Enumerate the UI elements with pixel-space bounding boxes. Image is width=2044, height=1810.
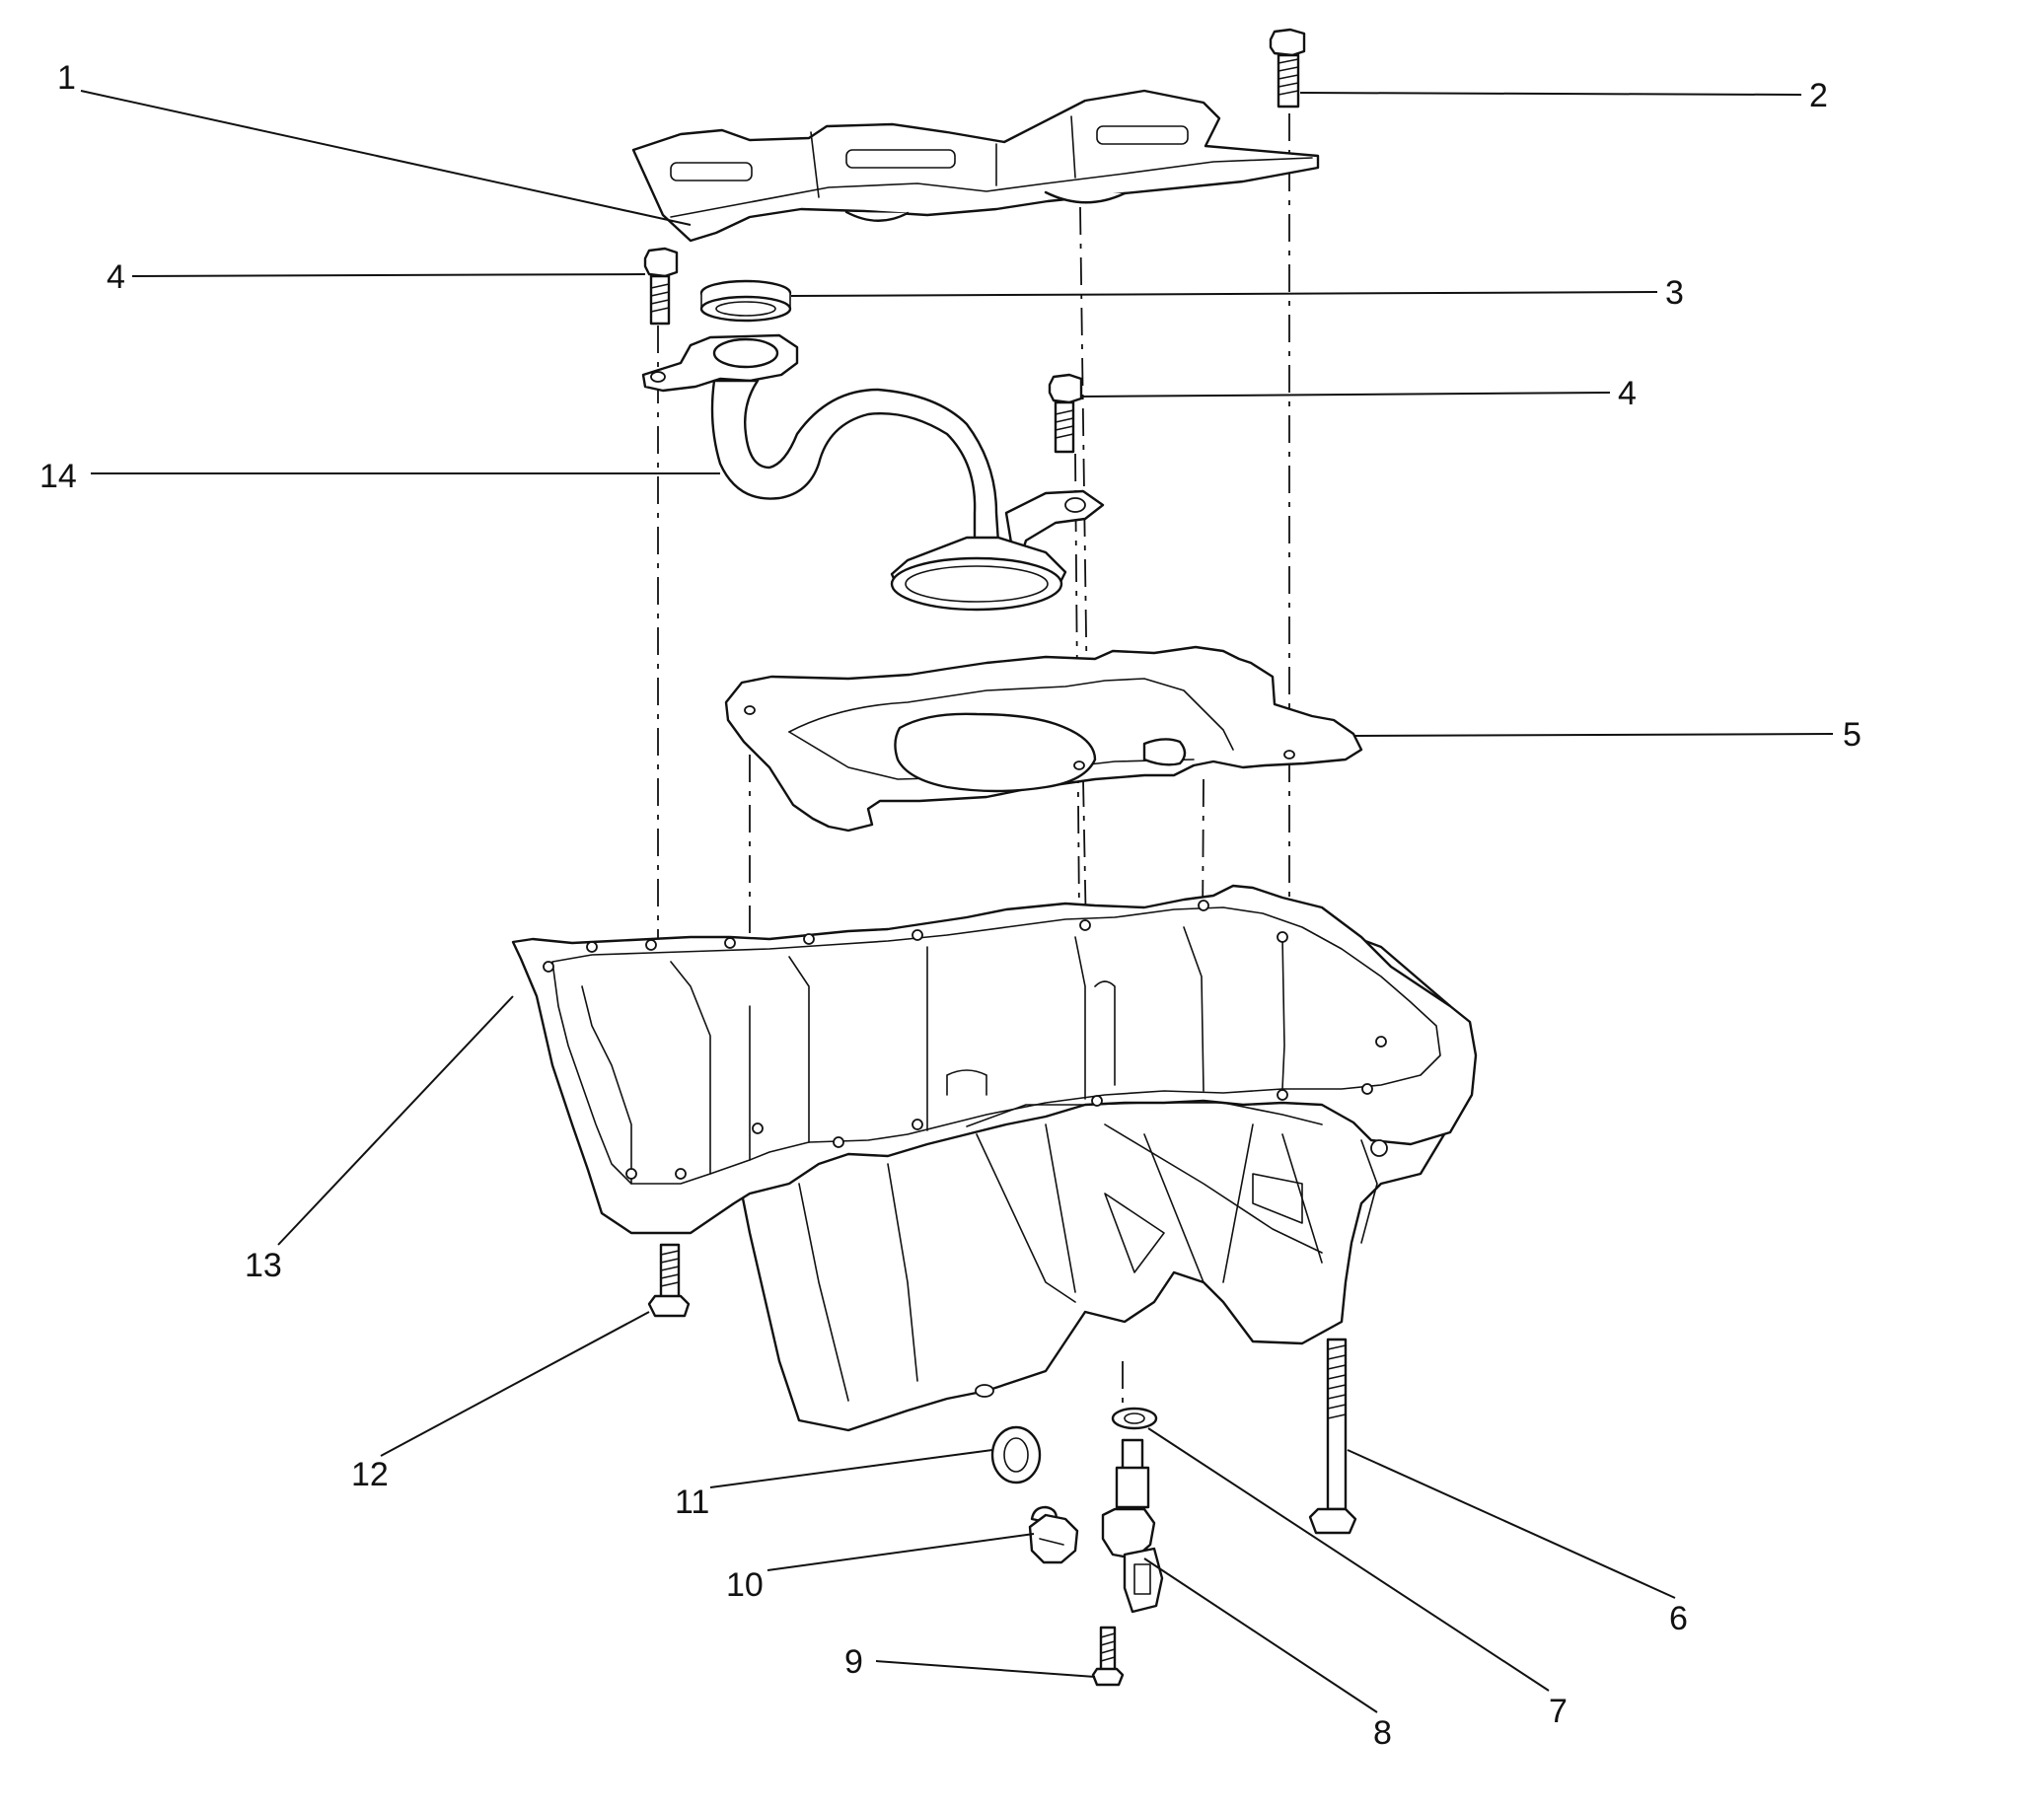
sensor-seal-part xyxy=(1111,1407,1158,1430)
callout-4a: 4 xyxy=(107,258,125,296)
leader-lines xyxy=(80,90,1834,1713)
callout-7: 7 xyxy=(1549,1693,1568,1730)
callout-13: 13 xyxy=(245,1247,282,1284)
callout-5: 5 xyxy=(1843,716,1862,754)
callout-9: 9 xyxy=(844,1643,863,1681)
callout-8: 8 xyxy=(1373,1714,1392,1752)
bolt-4b-part xyxy=(1048,373,1083,454)
callout-11: 11 xyxy=(675,1484,709,1521)
bolt-6-part xyxy=(1308,1338,1357,1535)
seal-ring-part xyxy=(699,279,792,323)
callout-2: 2 xyxy=(1809,77,1828,114)
bolt-2-part xyxy=(1269,28,1306,109)
callout-12: 12 xyxy=(351,1456,389,1493)
bolt-4a-part xyxy=(643,247,679,326)
drain-plug-part xyxy=(1028,1505,1079,1564)
oil-pan-part xyxy=(511,884,1478,1432)
callout-4b: 4 xyxy=(1618,375,1637,412)
bolt-12-part xyxy=(647,1243,691,1318)
oil-level-sensor-part xyxy=(1101,1438,1164,1614)
callout-14: 14 xyxy=(39,458,77,495)
callout-10: 10 xyxy=(726,1566,764,1604)
baffle-plate-part xyxy=(724,645,1363,833)
callout-3: 3 xyxy=(1665,274,1684,312)
oil-pickup-tube-part xyxy=(641,333,1105,612)
callout-6: 6 xyxy=(1669,1600,1688,1637)
bolt-9-part xyxy=(1091,1626,1125,1687)
drain-plug-seal-part xyxy=(990,1425,1042,1484)
oil-deflector-part xyxy=(631,89,1320,243)
callout-labels: 1 2 3 4 4 5 6 7 8 9 10 11 12 13 14 xyxy=(39,59,1862,1752)
callout-1: 1 xyxy=(57,59,76,97)
